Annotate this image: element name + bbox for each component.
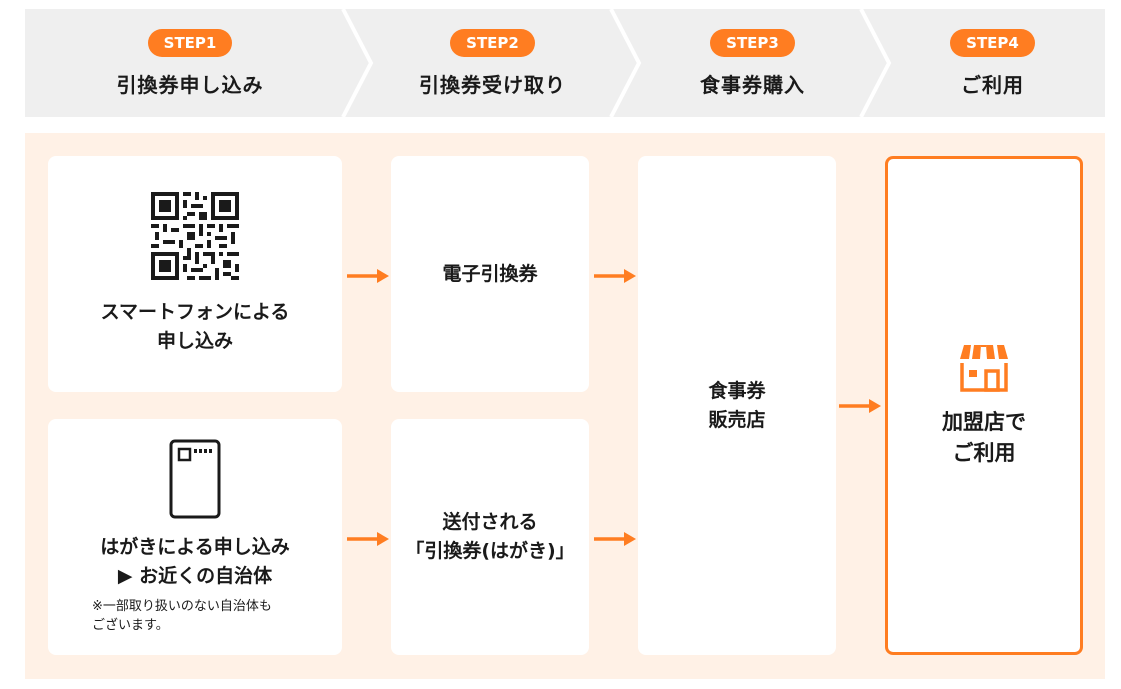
arrow-right-icon — [594, 269, 636, 283]
step-2-title: 引換券受け取り — [419, 72, 566, 97]
arrow-right-icon — [347, 532, 389, 546]
step-3: STEP3 食事券購入 — [630, 9, 875, 117]
voucher-seller-card: 食事券 販売店 — [638, 156, 836, 655]
qr-code-icon — [151, 192, 239, 280]
step-3-badge: STEP3 — [710, 28, 795, 57]
smartphone-application-label: スマートフォンによる 申し込み — [100, 301, 290, 352]
step-2: STEP2 引換券受け取り — [365, 9, 620, 117]
member-store-label: 加盟店で ご利用 — [942, 409, 1026, 465]
mailed-voucher-label: 送付される 「引換券(はがき)」 — [405, 511, 575, 562]
arrow-right-icon — [347, 269, 389, 283]
step-bar-background — [25, 9, 1105, 117]
mailed-voucher-card: 送付される 「引換券(はがき)」 — [391, 419, 589, 655]
step-bar: STEP1 引換券申し込み STEP2 引換券受け取り STEP3 食事券購入 … — [25, 9, 1105, 117]
step-4: STEP4 ご利用 — [880, 9, 1105, 117]
arrow-right-icon — [839, 399, 881, 413]
step-3-title: 食事券購入 — [700, 72, 805, 97]
step-2-badge: STEP2 — [450, 28, 535, 57]
step-1-badge: STEP1 — [147, 28, 233, 57]
arrow-right-icon — [594, 532, 636, 546]
electronic-voucher-label: 電子引換券 — [442, 262, 538, 285]
step-4-badge: STEP4 — [950, 28, 1035, 57]
member-store-card: 加盟店で ご利用 — [885, 156, 1083, 655]
flow-panel: スマートフォンによる 申し込み はがきによる申し込み ▶ お近くの自治体 ※一部… — [25, 133, 1105, 679]
postcard-note: ※一部取り扱いのない自治体も ございます。 — [92, 599, 272, 633]
step-4-title: ご利用 — [961, 72, 1024, 97]
postcard-icon — [169, 439, 221, 519]
step-1-title: 引換券申し込み — [116, 72, 264, 97]
electronic-voucher-card: 電子引換券 — [391, 156, 589, 392]
step-1: STEP1 引換券申し込み — [25, 9, 355, 117]
smartphone-application-card: スマートフォンによる 申し込み — [48, 156, 342, 392]
postcard-application-label: はがきによる申し込み ▶ お近くの自治体 — [100, 536, 290, 587]
voucher-seller-label: 食事券 販売店 — [708, 379, 766, 431]
postcard-application-card: はがきによる申し込み ▶ お近くの自治体 ※一部取り扱いのない自治体も ございま… — [48, 419, 342, 655]
shop-icon — [960, 344, 1008, 392]
